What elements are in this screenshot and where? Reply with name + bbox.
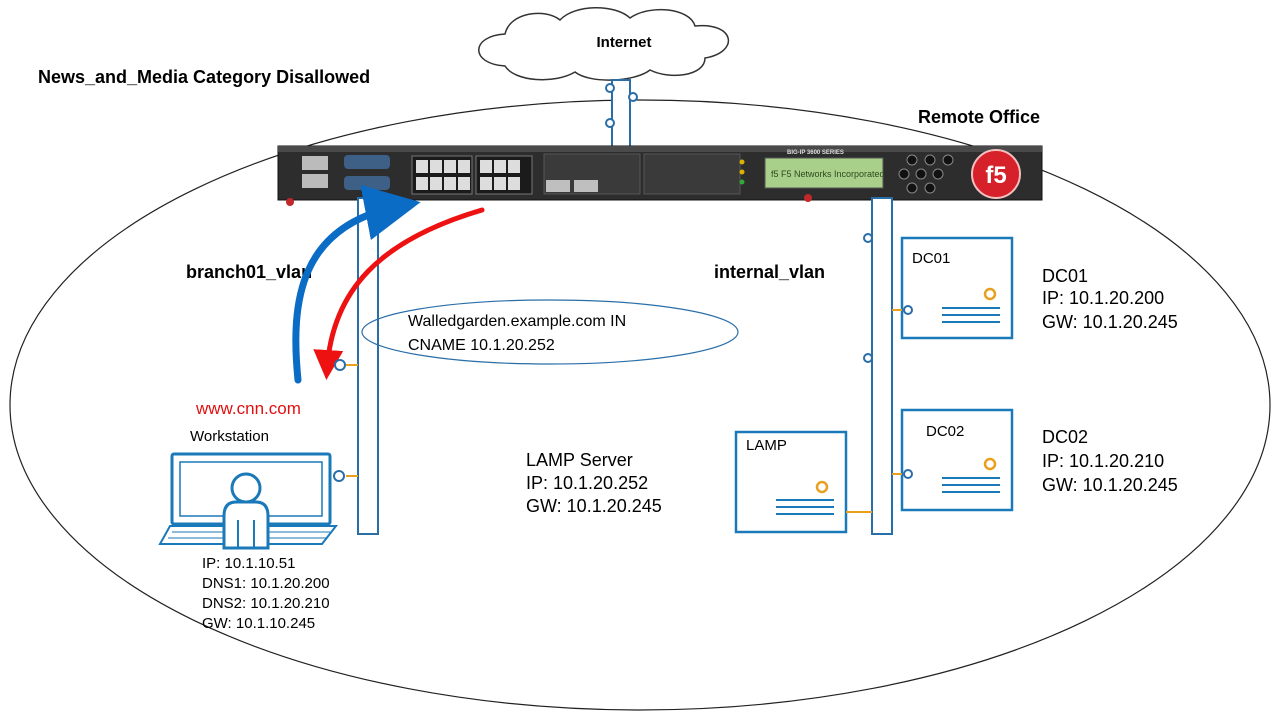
workstation-icon [158,452,339,550]
request-arrow [292,185,421,384]
branch-vlan-label: branch01_vlan [186,262,312,282]
lamp-gw: GW: 10.1.20.245 [526,496,662,516]
f5-logo-icon [971,149,1021,199]
internet-cloud-icon [478,7,730,81]
workstation-ip: IP: 10.1.10.51 [202,555,295,572]
workstation-label: Workstation [190,428,269,445]
device-lcd-text: f5 F5 Networks Incorporated [771,169,885,179]
internet-label: Internet [596,34,651,51]
dc01-server-icon [900,236,1014,340]
dc02-ip: IP: 10.1.20.210 [1042,451,1164,471]
big-ip-device: f5 F5 Networks Incorporated BIG-IP 3600 … [277,145,1043,206]
dc01-name: DC01 [1042,266,1088,286]
device-logo-text: f5 [985,162,1006,189]
internal-vlan-bar [871,197,893,535]
remote-office-boundary [9,99,1271,711]
workstation-dns1: DNS1: 10.1.20.200 [202,575,330,592]
lamp-ip: IP: 10.1.20.252 [526,473,648,493]
dc01-ip: IP: 10.1.20.200 [1042,288,1164,308]
workstation-gw: GW: 10.1.10.245 [202,615,315,632]
dc02-name: DC02 [1042,427,1088,447]
device-model-text: BIG-IP 3600 SERIES [787,150,844,156]
workstation-dns2: DNS2: 10.1.20.210 [202,595,330,612]
dc02-gw: GW: 10.1.20.245 [1042,475,1178,495]
dns-note-line2: CNAME 10.1.20.252 [408,337,555,354]
request-url: www.cnn.com [195,399,301,418]
dc01-gw: GW: 10.1.20.245 [1042,312,1178,332]
dns-answer-note [361,299,739,365]
internet-uplink [611,79,631,149]
branch01-vlan-bar [357,197,379,535]
diagram-title: News_and_Media Category Disallowed [38,67,370,87]
internal-vlan-label: internal_vlan [714,262,825,282]
dc02-server-icon [900,408,1014,512]
dns-note-line1: Walledgarden.example.com IN [408,313,626,330]
lamp-box-label: LAMP [746,437,787,454]
lamp-name: LAMP Server [526,450,633,470]
dc02-box-label: DC02 [926,423,964,440]
response-arrow [313,207,485,380]
site-label: Remote Office [918,107,1040,127]
dc01-box-label: DC01 [912,250,950,267]
lamp-server-icon [734,430,848,534]
